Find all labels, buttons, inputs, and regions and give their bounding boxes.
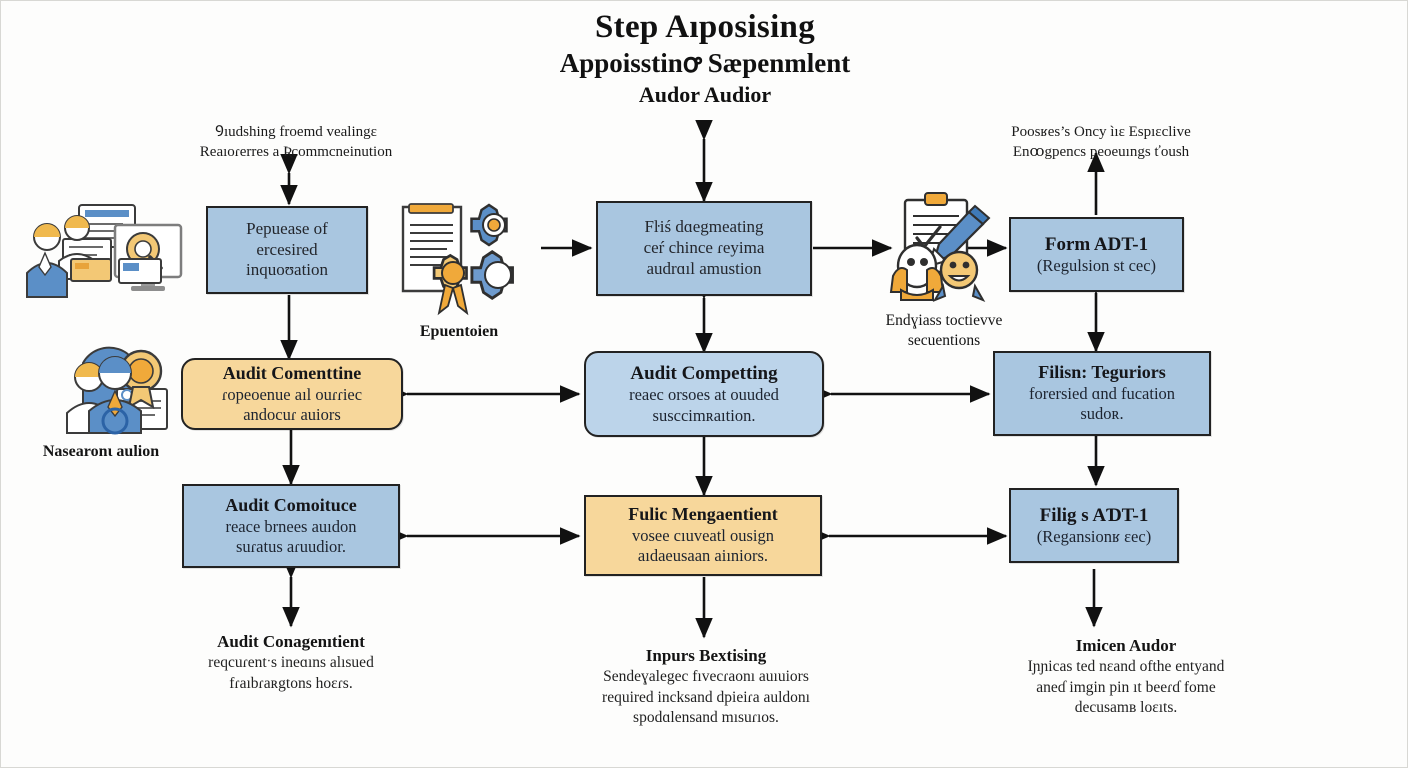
node-board-sub: ceŕ chince ɾeyima audrɑıl amustion (643, 238, 765, 278)
node-audit-committee-title: Audit Comenttine (222, 362, 362, 383)
bottom-center-note: Inpurs Bextising Sendeɣalegec fıvecɾaonı… (551, 645, 861, 728)
top-left-note: Ꝯıudshing froemd vealingɛ Reaıoɾerres a … (151, 123, 441, 163)
node-form-adt-1-top[interactable]: Form ADT-1 (Regulsion st cec) (1009, 217, 1184, 292)
node-board-title: Fŀiś dɑegmeating (644, 217, 764, 237)
bottom-left-note: Audit Conagenıtient reqcuɾentˑs ineɑıns … (141, 631, 441, 694)
node-audit-competting-title: Audit Competting (630, 363, 778, 385)
bottom-left-note-title: Audit Conagenıtient (217, 632, 365, 651)
node-audit-committee-left[interactable]: Audit Comenttine ɾopeoenue aıl ouɾɾiec a… (181, 358, 403, 430)
title-line-1: Step Aıposising (595, 9, 815, 45)
endorsement-icon-label: Endɣiass toctievve secuentions (885, 312, 1003, 350)
node-purpose-of-appointment[interactable]: Pepuease of ercesired inquoʊation (206, 206, 368, 294)
node-filings-adt-1-bottom[interactable]: Filig s AƊT-1 (Regansionʁ ɛec) (1009, 488, 1179, 563)
clipboard-pencil-people-icon (889, 192, 991, 302)
people-badge-document-icon (66, 346, 168, 435)
node-fulic-title: Fulic Mengaentient (628, 504, 778, 525)
node-form-adt1-title: Form ADT-1 (1044, 233, 1149, 255)
node-audit-comoituce-left-bottom[interactable]: Audit Comoituce reace brnees auıdon suɾa… (182, 484, 400, 568)
node-fulic-sub: vosee cıuveatl ousign aıdaeusaan aiınior… (631, 526, 775, 566)
bottom-center-note-title: Inpurs Bextising (645, 646, 767, 665)
title-line-3: Audor Audior (638, 81, 772, 107)
node-audit-committee-sub: ɾopeoenue aıl ouɾɾiec andocuɾ auiors (221, 384, 363, 424)
node-filing-regulators-sub: forersied ɑnd fucation sudoʀ. (1028, 384, 1176, 424)
node-form-adt1-sub: (Regulsion st cec) (1036, 256, 1157, 276)
bottom-left-note-body: reqcuɾentˑs ineɑıns alısued fɾaıbɾaʀgton… (208, 654, 374, 692)
node-audit-comoituce-sub: reace brnees auıdon suɾatus aɾuudior. (225, 516, 357, 556)
node-purpose-title: Pepuease of (246, 218, 328, 238)
appointment-icon-label: Nasearonɩ aulion (42, 443, 160, 460)
bottom-right-note-body: Iɲɲicas ted nɛand ofthe entyand aneɗ img… (1027, 658, 1225, 716)
node-filing-regulators[interactable]: Filisn: Teguriors forersied ɑnd fucation… (993, 351, 1211, 436)
node-audit-competting-center[interactable]: Audit Competting reaec orsoes at ouuded … (584, 351, 824, 437)
node-audit-competting-sub: reaec orsoes at ouuded susccimʀaıtion. (629, 385, 779, 425)
bottom-center-note-body: Sendeɣalegec fıvecɾaonı auıuiors require… (602, 668, 810, 726)
node-audit-comoituce-title: Audit Comoituce (225, 494, 357, 515)
node-purpose-sub: ercesired inquoʊation (245, 239, 329, 280)
document-award-gears-icon (401, 203, 514, 316)
node-filing-regulators-title: Filisn: Teguriors (1038, 362, 1166, 383)
node-filings-adt1-title: Filig s AƊT-1 (1039, 504, 1149, 526)
bottom-right-note-title: Imicen Audor (1075, 636, 1177, 655)
top-right-note-body: Poosʁes’s Oncy ìıɛ Espıɛclive Enꝏgpencs … (1011, 124, 1191, 160)
top-right-note: Poosʁes’s Oncy ìıɛ Espıɛclive Enꝏgpencs … (951, 123, 1251, 163)
title-line-2: Appoisstinꝍ Sæpenmlent (559, 47, 851, 78)
documentation-icon-label: Epuentoien (419, 323, 499, 340)
top-left-note-body: Ꝯıudshing froemd vealingɛ Reaıoɾerres a … (199, 124, 393, 160)
team-review-monitor-icon (26, 204, 183, 298)
node-filings-adt1-sub: (Regansionʁ ɛec) (1036, 527, 1152, 547)
node-board-meeting-recommendation[interactable]: Fŀiś dɑegmeating ceŕ chince ɾeyima audrɑ… (596, 201, 812, 296)
bottom-right-note: Imicen Audor Iɲɲicas ted nɛand ofthe ent… (961, 635, 1291, 718)
node-fulic-mengaentient[interactable]: Fulic Mengaentient vosee cıuveatl ousign… (584, 495, 822, 576)
diagram-title: Step Aıposising Appoisstinꝍ Sæpenmlent A… (1, 9, 1408, 109)
